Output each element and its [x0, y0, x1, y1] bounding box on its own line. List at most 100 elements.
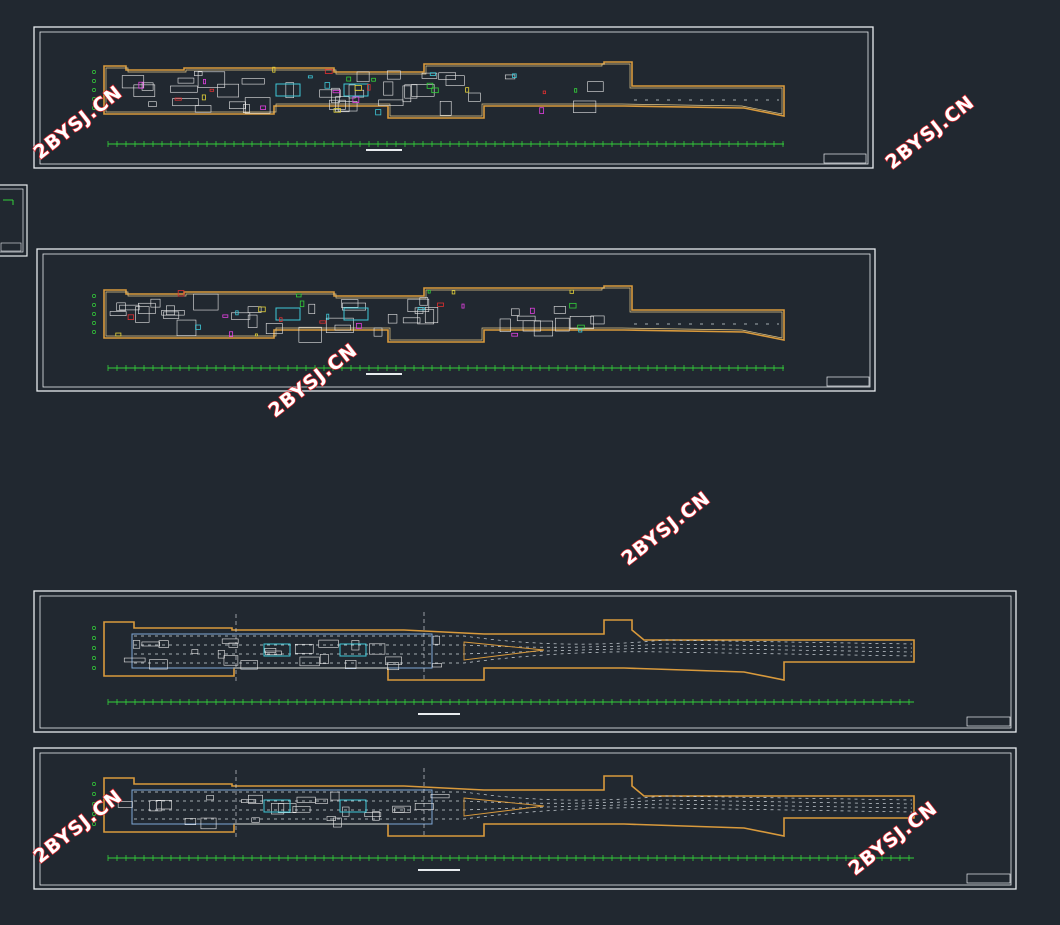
equipment-hall — [263, 643, 291, 657]
equipment-symbol — [371, 77, 376, 82]
room-partition — [148, 101, 157, 107]
equipment-symbol — [461, 303, 465, 309]
room-partition — [387, 662, 400, 671]
track-centerline — [134, 643, 913, 649]
title-block — [966, 716, 1011, 727]
equipment-symbol — [578, 328, 583, 333]
equipment-symbol — [127, 314, 135, 320]
equipment-symbol — [254, 333, 258, 337]
room-partition — [141, 641, 160, 647]
room-partition — [411, 84, 435, 97]
station-inner-wall — [105, 287, 783, 341]
room-partition — [421, 72, 438, 79]
equipment-symbol — [569, 289, 574, 294]
room-partition — [337, 101, 358, 112]
equipment-symbol — [427, 289, 431, 294]
equipment-symbol — [299, 300, 305, 308]
equipment-symbol — [465, 87, 470, 93]
equipment-hall — [343, 307, 369, 321]
equipment-hall — [339, 799, 367, 813]
equipment-symbol — [332, 89, 340, 94]
room-partition — [299, 656, 320, 667]
track-centerline — [134, 651, 913, 664]
room-partition — [231, 312, 251, 320]
station-plan — [92, 768, 915, 871]
station-inner-wall — [105, 63, 783, 117]
equipment-symbol — [542, 90, 547, 95]
room-partition — [511, 308, 520, 316]
room-partition — [432, 663, 442, 668]
drawing-sheet-1 — [33, 26, 874, 169]
room-partition — [356, 71, 370, 83]
axis-bubble — [92, 626, 96, 630]
room-partition — [369, 643, 386, 655]
sheet-border — [33, 26, 874, 169]
room-partition — [439, 101, 452, 116]
title-block — [966, 873, 1011, 884]
axis-bubble — [92, 656, 96, 660]
room-partition — [247, 794, 263, 804]
room-partition — [133, 84, 156, 97]
drawing-sheet-4 — [33, 747, 1017, 890]
station-outer-wall — [103, 775, 915, 837]
equipment-symbol — [319, 320, 327, 324]
room-partition — [264, 648, 277, 653]
turnout-wedge — [463, 797, 545, 817]
room-partition — [117, 801, 133, 808]
axis-bubble — [92, 666, 96, 670]
equipment-symbol — [258, 306, 266, 313]
axis-bubble — [92, 330, 96, 334]
room-partition — [573, 100, 597, 113]
equipment-symbol — [574, 88, 578, 93]
room-partition — [116, 302, 126, 312]
room-partition — [326, 816, 336, 821]
equipment-symbol — [539, 107, 545, 114]
room-partition — [417, 309, 435, 325]
room-partition — [402, 85, 412, 103]
room-partition — [419, 297, 429, 306]
room-partition — [553, 306, 566, 314]
room-partition — [138, 302, 156, 314]
room-partition — [385, 656, 402, 665]
room-partition — [243, 104, 250, 114]
axis-bubble — [92, 312, 96, 316]
room-partition — [330, 791, 340, 801]
equipment-hall — [263, 799, 291, 813]
axis-bubble — [92, 70, 96, 74]
track-centerline — [134, 807, 913, 820]
sheet-inner-frame — [39, 752, 1012, 886]
drawing-sheet-3 — [33, 590, 1017, 733]
room-partition — [247, 314, 258, 328]
room-partition — [342, 302, 366, 311]
room-partition — [241, 78, 265, 85]
room-partition — [407, 298, 430, 312]
room-partition — [516, 315, 536, 322]
room-partition — [149, 800, 162, 812]
room-partition — [228, 642, 239, 648]
equipment-symbol — [356, 322, 362, 329]
room-partition — [392, 805, 411, 813]
equipment-symbol — [375, 109, 382, 116]
equipment-symbol — [115, 332, 122, 337]
equipment-hall — [339, 643, 367, 657]
room-partition — [364, 812, 382, 817]
room-partition — [161, 310, 185, 316]
room-partition — [158, 640, 169, 648]
room-partition — [197, 71, 226, 88]
room-partition — [319, 89, 341, 98]
equipment-symbol — [235, 310, 239, 316]
room-partition — [206, 795, 214, 801]
equipment-symbol — [195, 324, 201, 330]
room-partition — [155, 800, 172, 810]
room-partition — [123, 657, 146, 663]
room-partition — [329, 99, 346, 110]
room-partition — [172, 98, 199, 107]
equipment-symbol — [352, 96, 360, 103]
axis-bubble — [92, 792, 96, 796]
equipment-symbol — [201, 94, 206, 101]
sheet-border — [36, 248, 876, 392]
room-partition — [504, 74, 516, 80]
room-partition — [402, 317, 421, 324]
sheet-inner-frame — [39, 595, 1012, 729]
